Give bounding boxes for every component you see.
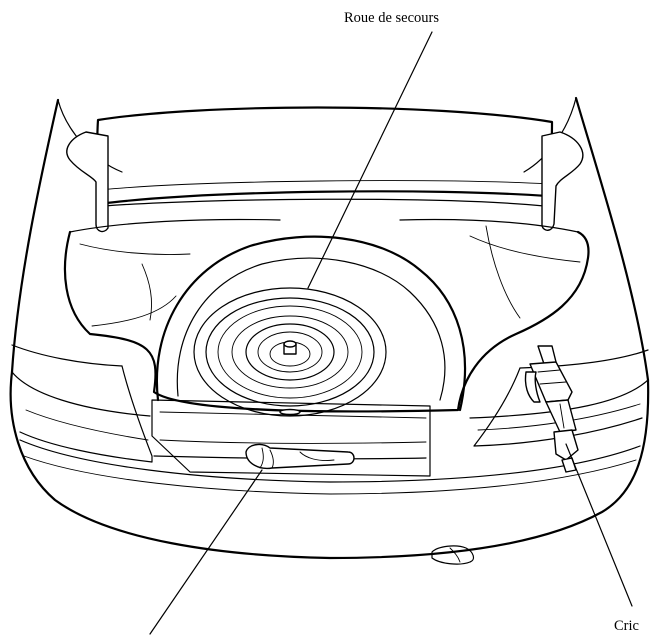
spare-wheel [155,235,467,417]
tool-bag-leader [149,469,263,635]
jack [524,345,579,473]
spare-wheel-leader [307,31,433,289]
trunk-lid [66,106,584,233]
callout-lines [149,31,633,635]
spare-wheel-label: Roue de secours [344,10,439,26]
jack-label: Cric [614,618,639,634]
tool-bag [245,443,355,470]
trunk-interior [63,218,590,413]
rear-bumper [9,370,650,565]
jack-leader [565,443,633,607]
